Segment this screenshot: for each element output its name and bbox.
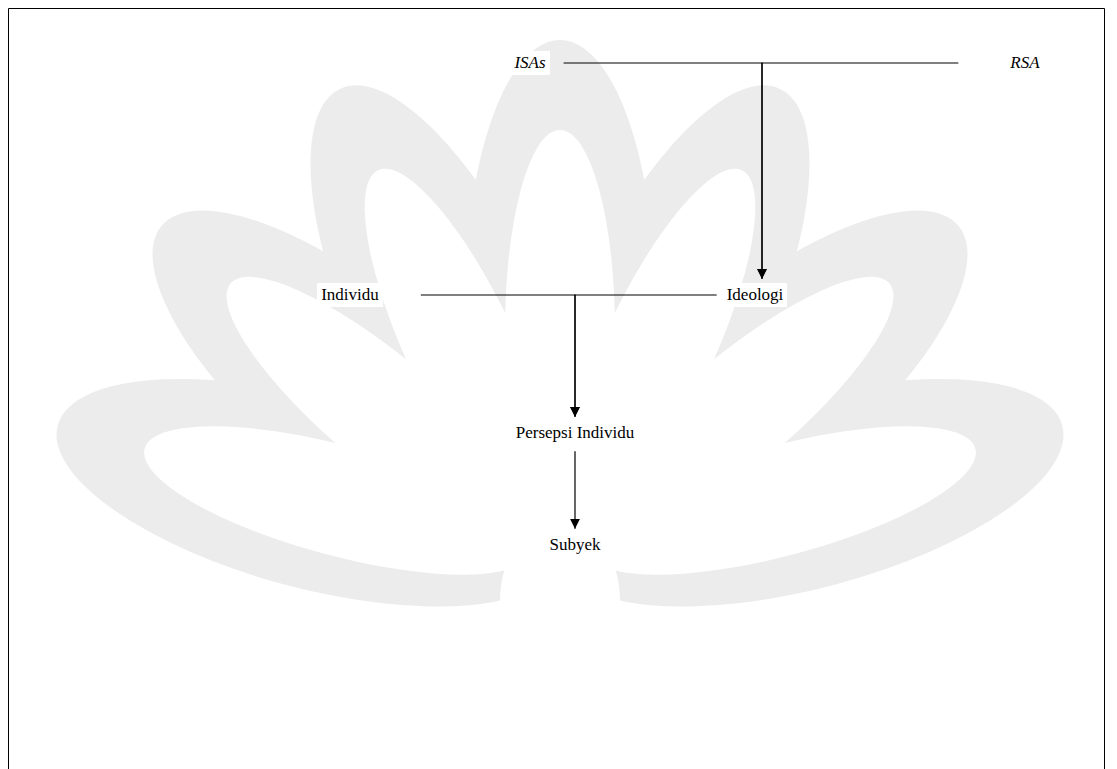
connector-arrow xyxy=(421,295,575,417)
node-text: ISAs xyxy=(514,53,545,73)
connector-arrow xyxy=(564,63,762,279)
concept-label: Ideologi xyxy=(723,283,788,307)
concept-label: Subyek xyxy=(546,533,605,557)
node-text: Individu xyxy=(321,285,379,305)
watermark-inner xyxy=(130,130,989,680)
concept-label: Persepsi Individu xyxy=(512,421,639,445)
connector-arrow xyxy=(574,451,575,529)
node-text: Ideologi xyxy=(727,285,784,305)
connector-arrow xyxy=(762,63,958,279)
connector-arrow xyxy=(575,295,717,417)
frame-border xyxy=(9,9,1105,769)
node-text: RSA xyxy=(1010,53,1039,73)
apparatus-label: ISAs xyxy=(510,51,549,75)
node-text: Subyek xyxy=(550,535,601,555)
apparatus-label: RSA xyxy=(1006,51,1043,75)
concept-label: Individu xyxy=(317,283,383,307)
node-text: Persepsi Individu xyxy=(516,423,635,443)
